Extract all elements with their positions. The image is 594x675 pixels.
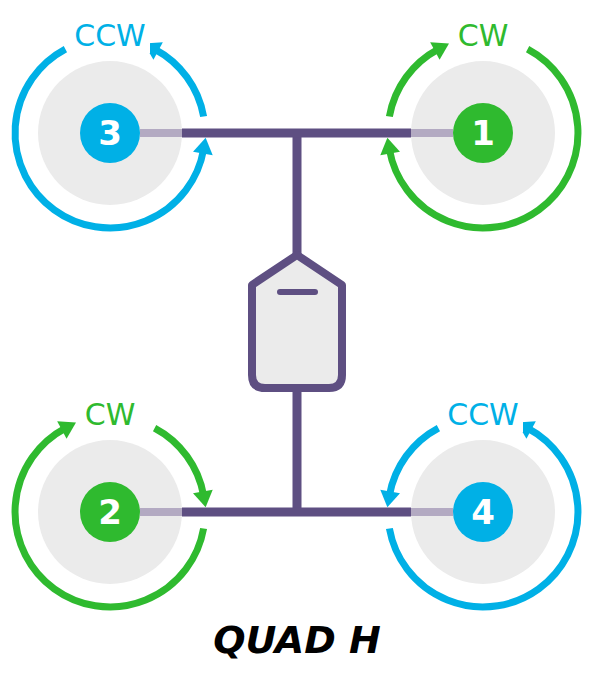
rotation-label: CW (81, 397, 140, 432)
motor-arm (140, 508, 182, 516)
rotation-arrowhead (430, 42, 449, 60)
motor-number: 1 (453, 103, 513, 163)
rotation-arc (15, 428, 204, 607)
rotation-arrowhead (380, 138, 400, 155)
motor-disc: CW1 (411, 61, 555, 205)
motor-number: 3 (80, 103, 140, 163)
rotation-arc (389, 49, 578, 228)
motor-arm (140, 129, 182, 137)
rotation-label-box: CW (10, 398, 210, 432)
rotation-label: CCW (443, 397, 523, 432)
rotation-label-box: CCW (383, 398, 583, 432)
rotation-arrowhead (57, 421, 76, 439)
controller-mark (280, 289, 315, 295)
rotation-arrowhead (380, 490, 400, 507)
rotation-arc (389, 428, 578, 607)
rotation-arrowhead (193, 490, 213, 507)
rotation-arc (15, 49, 204, 228)
motor-disc: CCW3 (38, 61, 182, 205)
caption: QUAD H (0, 618, 594, 662)
frame-arm (182, 512, 411, 513)
frame-arm (182, 133, 411, 134)
motor-number: 4 (453, 482, 513, 542)
frame-spine (293, 385, 302, 512)
frame-arm-line (182, 508, 411, 517)
motor-arm (411, 129, 453, 137)
rotation-label-box: CCW (10, 19, 210, 53)
frame-spine (293, 130, 302, 260)
rotation-label: CCW (70, 18, 150, 53)
motor-arm (411, 508, 453, 516)
motor-number: 2 (80, 482, 140, 542)
rotation-label: CW (454, 18, 513, 53)
frame-arm-line (182, 129, 411, 138)
motor-disc: CCW4 (411, 440, 555, 584)
motor-disc: CW2 (38, 440, 182, 584)
rotation-label-box: CW (383, 19, 583, 53)
rotation-arrowhead (193, 138, 213, 155)
flight-controller (252, 255, 342, 388)
